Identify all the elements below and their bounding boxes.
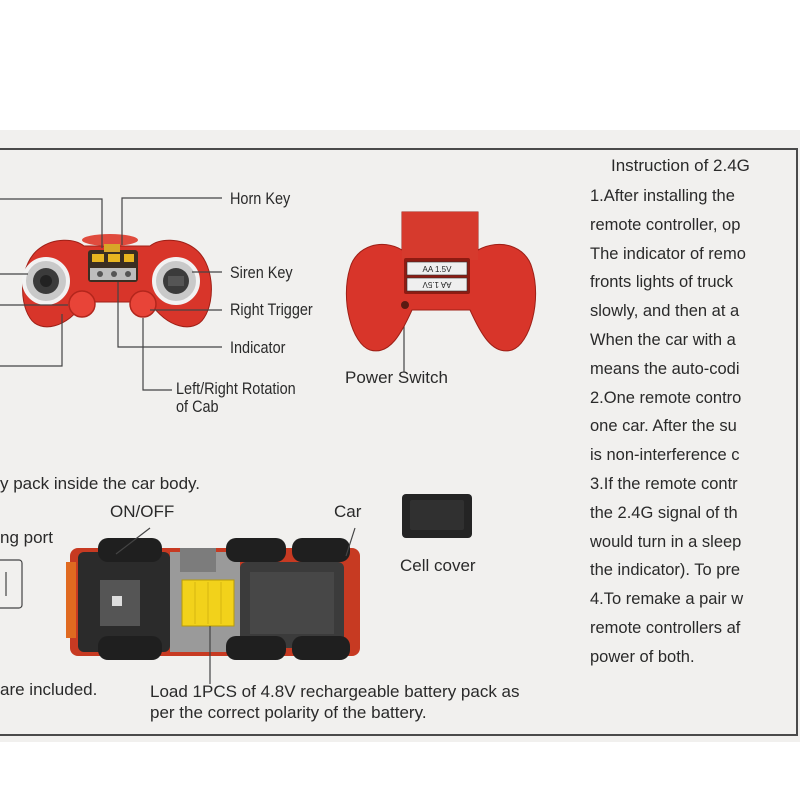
- rotation-label-line2: of Cab: [176, 397, 219, 416]
- instruction-line: power of both.: [590, 647, 695, 666]
- car-label: Car: [334, 502, 362, 521]
- indicator-label: Indicator: [230, 338, 286, 357]
- instruction-line: 1.After installing the: [590, 187, 735, 205]
- instructions-text: 1.After installing the remote controller,…: [590, 182, 746, 672]
- instruction-line: The indicator of remo: [590, 244, 746, 263]
- instruction-line: remote controller, op: [590, 215, 741, 234]
- instruction-line: When the car with a: [590, 330, 736, 349]
- controller-callout-lines: [0, 197, 405, 391]
- truck-underside-image: [66, 538, 360, 660]
- on-off-label: ON/OFF: [110, 502, 175, 521]
- right-trigger-label: Right Trigger: [230, 300, 313, 319]
- instruction-line: 4.To remake a pair w: [590, 590, 744, 609]
- back-controller-image: [346, 211, 536, 352]
- power-switch-label: Power Switch: [345, 368, 448, 387]
- instruction-line: 2.One remote contro: [590, 388, 742, 407]
- included-label: are included.: [0, 680, 98, 699]
- battery-label-top: AA 1.5V: [423, 265, 453, 274]
- charger-image: [0, 559, 23, 609]
- instruction-line: the indicator). To pre: [590, 561, 741, 580]
- load-battery-line1: Load 1PCS of 4.8V rechargeable battery p…: [150, 682, 520, 701]
- front-controller-image: [22, 234, 212, 328]
- cell-cover-label: Cell cover: [400, 556, 476, 575]
- instruction-line: would turn in a sleep: [590, 532, 742, 551]
- instruction-line: 3.If the remote contr: [590, 474, 738, 493]
- load-battery-line2: per the correct polarity of the battery.: [150, 703, 427, 722]
- charging-port-label: ng port: [0, 528, 53, 547]
- instruction-line: remote controllers af: [590, 618, 741, 637]
- instructions-title: Instruction of 2.4G: [611, 156, 750, 175]
- instruction-line: means the auto-codi: [590, 359, 740, 378]
- instruction-line: is non-interference c: [590, 446, 740, 465]
- instruction-line: fronts lights of truck: [590, 273, 734, 292]
- instruction-line: the 2.4G signal of th: [590, 503, 738, 522]
- siren-key-label: Siren Key: [230, 263, 293, 282]
- truck-callout-lines: [115, 527, 356, 684]
- rotation-label-line1: Left/Right Rotation: [176, 379, 296, 398]
- instruction-line: slowly, and then at a: [590, 302, 740, 321]
- battery-note-label: y pack inside the car body.: [0, 474, 201, 493]
- cell-cover-image: [402, 494, 472, 538]
- battery-label-bottom: AA 1.5V: [422, 280, 452, 289]
- horn-key-label: Horn Key: [230, 189, 291, 208]
- instruction-line: one car. After the su: [590, 417, 737, 436]
- sheet-border: [0, 148, 798, 736]
